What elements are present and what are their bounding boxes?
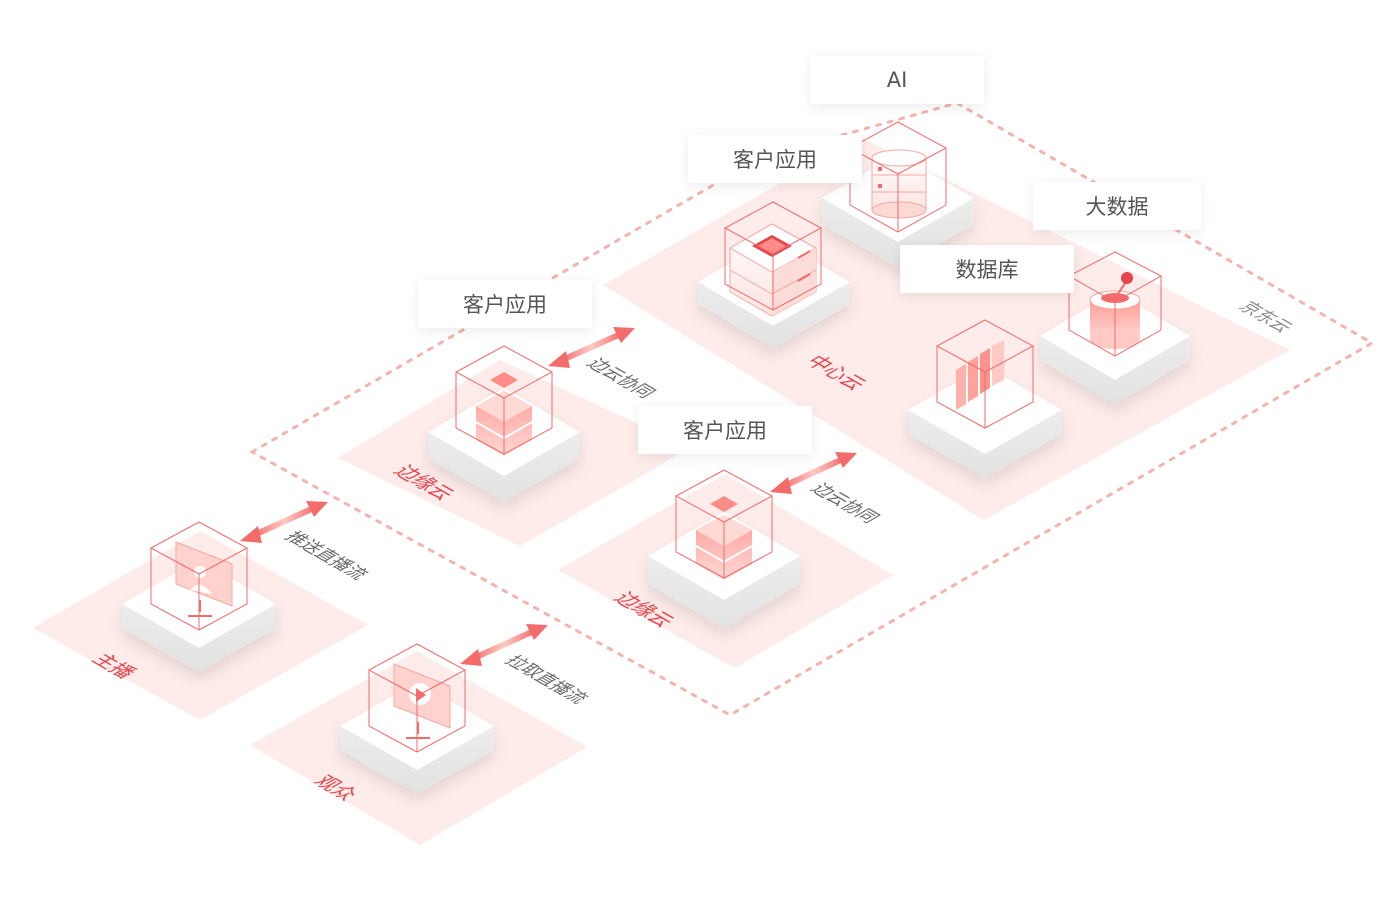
label-edge1-app: 客户应用 xyxy=(418,280,592,328)
label-ai: AI xyxy=(810,56,984,104)
edge2-sync-arrow xyxy=(770,452,857,494)
audience-node xyxy=(340,643,494,794)
ai-database-cylinder-icon xyxy=(871,149,927,219)
anchor-monitor-icon xyxy=(175,541,233,617)
big-data-node xyxy=(1040,251,1190,404)
anchor-node xyxy=(122,521,276,672)
file-cabinet-icon xyxy=(956,340,1004,410)
database-node xyxy=(908,319,1062,478)
chip-server-node xyxy=(698,201,850,348)
edge1-sync-arrow xyxy=(548,327,635,368)
push-stream-arrow xyxy=(240,501,328,543)
edge-server-node-2 xyxy=(648,469,800,628)
pull-stream-arrow xyxy=(460,624,548,666)
label-database: 数据库 xyxy=(900,245,1074,293)
label-edge2-app: 客户应用 xyxy=(638,406,812,454)
label-big-data: 大数据 xyxy=(1033,182,1201,230)
edge-server-node-1 xyxy=(428,345,580,502)
chip-server-icon xyxy=(728,223,818,317)
label-center-app: 客户应用 xyxy=(688,135,862,183)
